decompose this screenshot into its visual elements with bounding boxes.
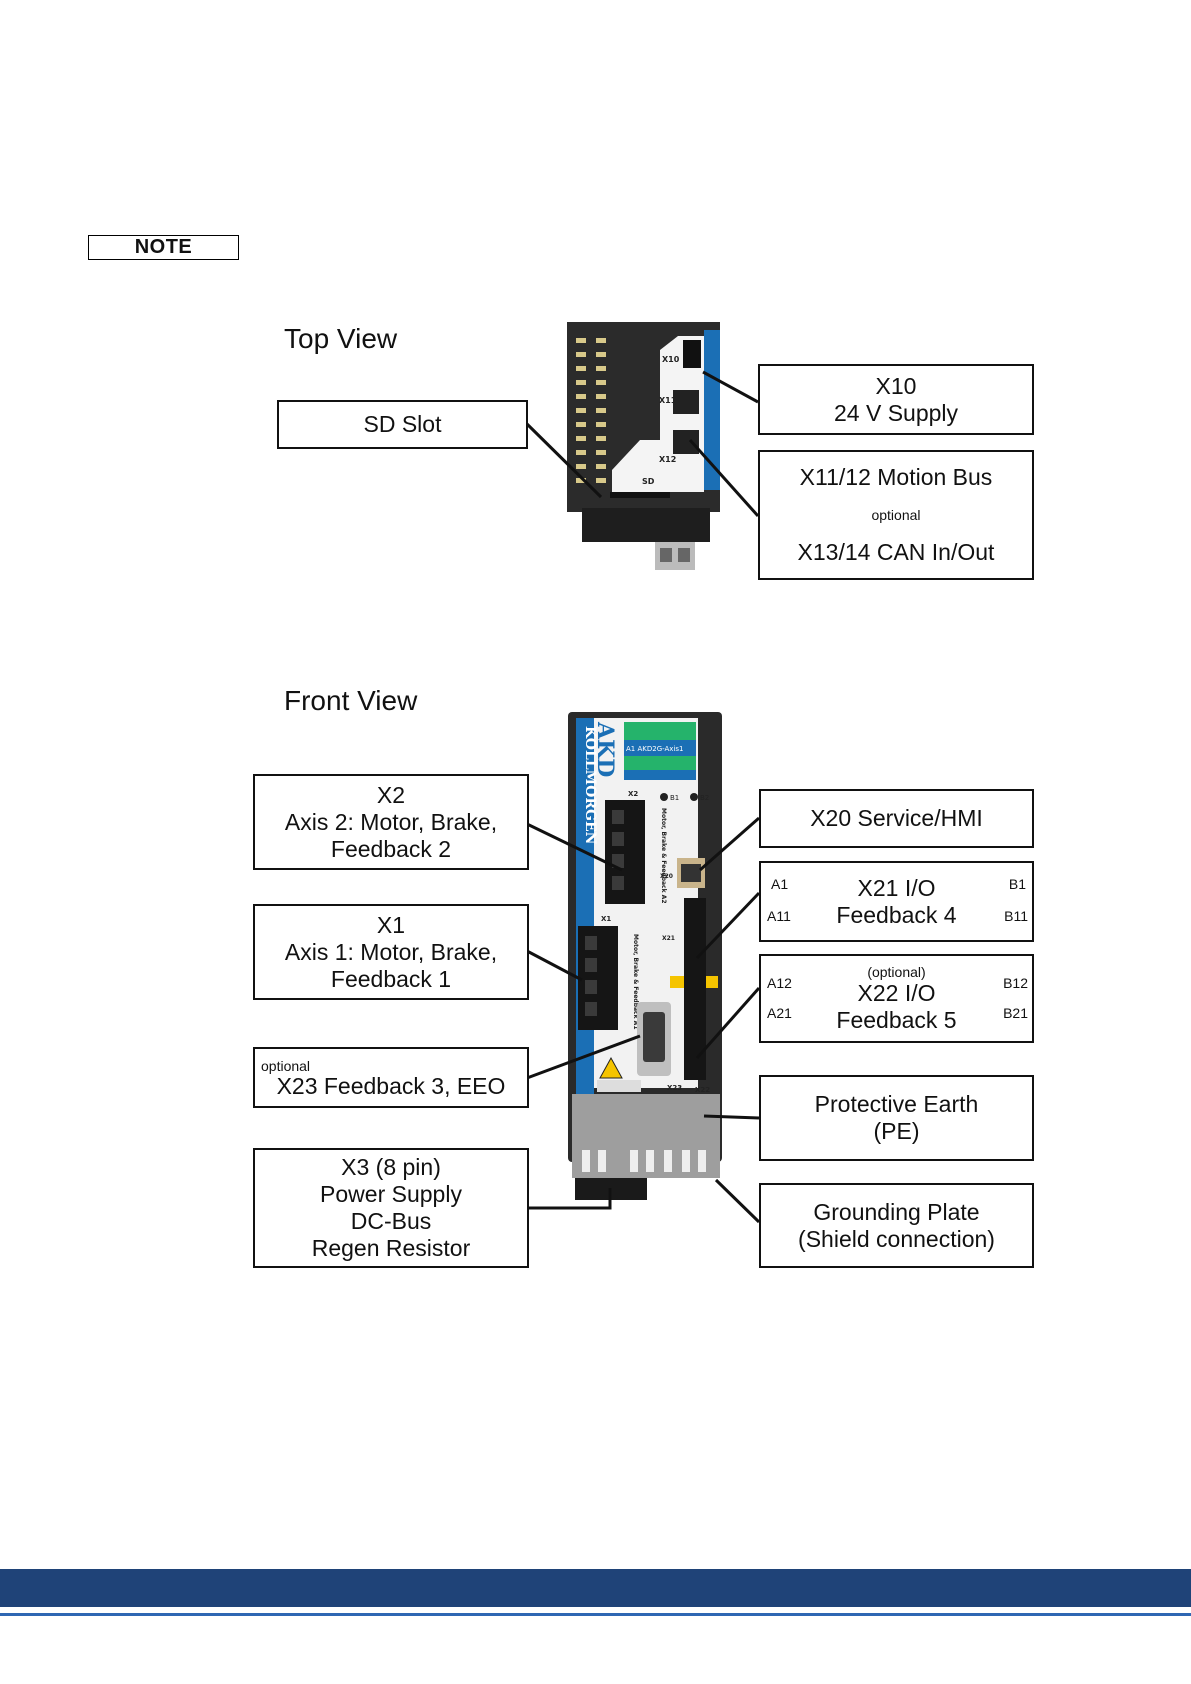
- x3-label-2: Power Supply: [320, 1181, 462, 1207]
- x11-label-2: X13/14 CAN In/Out: [797, 539, 995, 565]
- x22-label-2: Feedback 5: [836, 1006, 957, 1033]
- x1-label-1: X1: [376, 911, 406, 938]
- x22-label-1: X22 I/O: [857, 979, 936, 1006]
- front-connector-x1: [578, 926, 618, 1030]
- footer-band: [0, 1569, 1191, 1607]
- x22-b21-label: B21: [1003, 1005, 1028, 1021]
- front-mark-x20: X20: [660, 873, 673, 880]
- x1-box: X1 Axis 1: Motor, Brake, Feedback 1: [253, 904, 529, 1000]
- grounding-plate-box: Grounding Plate (Shield connection): [759, 1183, 1034, 1268]
- x1-label-3: Feedback 1: [330, 965, 452, 992]
- x2-box: X2 Axis 2: Motor, Brake, Feedback 2: [253, 774, 529, 870]
- front-mark-brand: KOLLMORGEN: [582, 726, 598, 845]
- x11-label-1: X11/12 Motion Bus: [799, 464, 993, 490]
- x23-label: X23 Feedback 3, EEO: [276, 1073, 506, 1099]
- x2-label-2: Axis 2: Motor, Brake,: [284, 808, 498, 835]
- top-device-vents: [576, 338, 606, 483]
- x2-label-1: X2: [376, 781, 406, 808]
- sd-slot-box: SD Slot: [277, 400, 528, 449]
- top-mark-sd: SD: [642, 477, 655, 486]
- x3-label-4: Regen Resistor: [311, 1235, 471, 1261]
- leader-lines: [525, 370, 761, 1224]
- x10-box: X10 24 V Supply: [758, 364, 1034, 435]
- x21-box: A1 B1 A11 B11 X21 I/O Feedback 4: [759, 861, 1034, 942]
- front-connector-x21-x22: [684, 898, 706, 1080]
- grounding-plate-label-2: (Shield connection): [798, 1225, 995, 1252]
- front-mark-b2: B2: [700, 794, 709, 802]
- x21-label-2: Feedback 4: [836, 901, 957, 928]
- x21-a1-label: A1: [771, 876, 789, 892]
- x22-optional-label: (optional): [867, 963, 926, 980]
- x3-label-1: X3 (8 pin): [341, 1154, 441, 1180]
- x2-label-3: Feedback 2: [330, 835, 452, 862]
- x10-label-1: X10: [875, 372, 917, 399]
- x1-label-2: Axis 1: Motor, Brake,: [284, 938, 498, 965]
- front-mark-x2: X2: [628, 790, 638, 798]
- front-mark-x23: X23: [667, 1084, 682, 1092]
- front-view-title: Front View: [284, 685, 418, 716]
- sd-slot-label: SD Slot: [363, 411, 442, 437]
- front-mark-x1: X1: [601, 915, 611, 923]
- front-mark-x1-desc: Motor, Brake & Feedback A1: [632, 934, 639, 1030]
- x23-box: optional X23 Feedback 3, EEO: [253, 1047, 529, 1108]
- top-view-device: X10 X11 X12 SD: [567, 322, 720, 570]
- x22-b12-label: B12: [1003, 975, 1028, 991]
- top-view-title: Top View: [284, 323, 398, 354]
- pe-label-1: Protective Earth: [814, 1091, 979, 1117]
- top-mark-x11: X11: [659, 396, 677, 405]
- front-mark-b1: B1: [670, 794, 679, 802]
- x11-box: X11/12 Motion Bus optional X13/14 CAN In…: [758, 450, 1034, 580]
- front-mark-x21: X21: [662, 935, 675, 942]
- x10-label-2: 24 V Supply: [833, 399, 959, 426]
- x20-label: X20 Service/HMI: [810, 805, 983, 831]
- footer-line: [0, 1613, 1191, 1616]
- pe-box: Protective Earth (PE): [759, 1075, 1034, 1161]
- x21-a11-label: A11: [767, 908, 791, 924]
- x22-a12-label: A12: [767, 975, 792, 991]
- front-mark-x2-desc: Motor, Brake & Feedback A2: [660, 808, 667, 904]
- x22-a21-label: A21: [767, 1005, 792, 1021]
- pe-label-2: (PE): [873, 1118, 920, 1144]
- x21-b11-label: B11: [1004, 908, 1028, 924]
- x21-b1-label: B1: [1008, 876, 1026, 892]
- x3-box: X3 (8 pin) Power Supply DC-Bus Regen Res…: [253, 1148, 529, 1268]
- top-mark-x10: X10: [662, 355, 680, 364]
- x22-box: A12 B12 A21 B21 (optional) X22 I/O Feedb…: [759, 954, 1034, 1043]
- front-mark-x22: X22: [695, 1086, 710, 1094]
- front-connector-x2: [605, 800, 645, 904]
- front-view-device: KOLLMORGEN AKD A1 AKD2G-Axis1 X2 B1 B2 M…: [568, 712, 722, 1200]
- x23-optional-label: optional: [261, 1058, 311, 1074]
- front-mark-model: AKD: [592, 721, 618, 777]
- front-mark-display: A1 AKD2G-Axis1: [626, 745, 683, 753]
- x11-optional-label: optional: [871, 507, 921, 523]
- top-mark-x12: X12: [659, 455, 676, 464]
- grounding-plate-label-1: Grounding Plate: [813, 1198, 980, 1225]
- x21-label-1: X21 I/O: [857, 874, 936, 901]
- note-label: NOTE: [88, 235, 239, 260]
- x3-label-3: DC-Bus: [350, 1208, 432, 1234]
- x20-box: X20 Service/HMI: [759, 789, 1034, 848]
